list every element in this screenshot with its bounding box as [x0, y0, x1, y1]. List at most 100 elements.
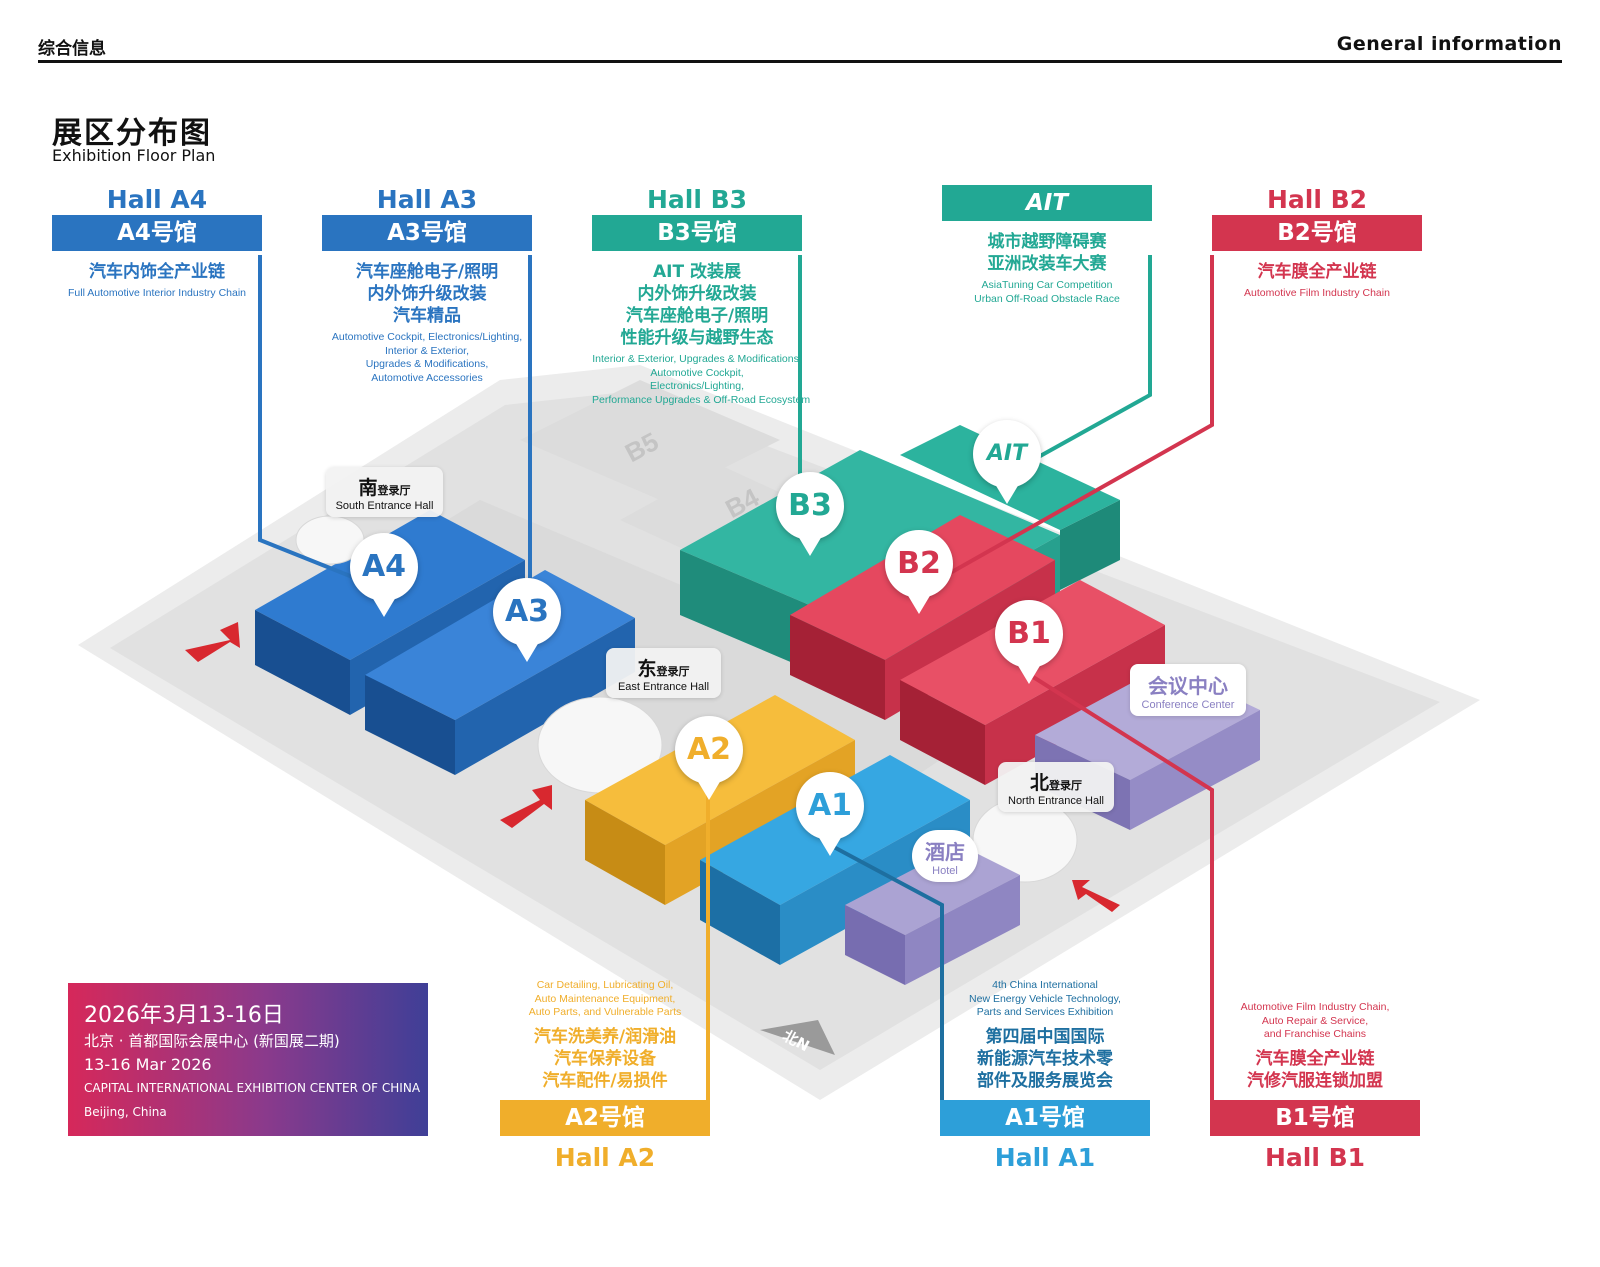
cn-line: 性能升级与越野生态 — [620, 328, 774, 348]
pin-b2: B2 — [885, 530, 953, 614]
label-en: North Entrance Hall — [1008, 795, 1104, 807]
event-venue-cn: 北京 · 首都国际会展中心 (新国展二期) — [84, 1032, 340, 1050]
hall-b1-cn: 汽车膜全产业链 汽修汽服连锁加盟 — [1210, 1048, 1420, 1092]
label-cn: 会议中心 — [1148, 674, 1228, 698]
hall-a1-front — [700, 860, 780, 965]
event-info-card: 2026年3月13-16日 北京 · 首都国际会展中心 (新国展二期) 13-1… — [68, 983, 428, 1136]
label-en: East Entrance Hall — [617, 681, 710, 693]
en-line: Upgrades & Modifications, — [365, 358, 489, 370]
conference-side — [1130, 710, 1260, 830]
cn-line: 汽车膜全产业链 — [1257, 262, 1377, 282]
hall-b2-en: Automotive Film Industry Chain — [1212, 287, 1422, 301]
pin-b3: B3 — [776, 472, 844, 556]
header-section-label: 综合信息 — [38, 39, 106, 59]
pin-ait: AIT — [973, 420, 1041, 504]
hall-a3-top — [365, 570, 635, 720]
hall-a4-callout: Hall A4 A4号馆 汽车内饰全产业链 Full Automotive In… — [52, 185, 262, 301]
en-line: Full Automotive Interior Industry Chain — [68, 287, 246, 299]
en-line: and Franchise Chains — [1263, 1028, 1367, 1040]
hall-b1-bar: B1号馆 — [1210, 1100, 1420, 1136]
label-cn: 酒店 — [925, 840, 965, 864]
cn-line: 汽车精品 — [393, 306, 461, 326]
hall-b3-top — [680, 450, 1060, 635]
header-section-label-en: General information — [1336, 33, 1562, 55]
cn-line: 汽车座舱电子/照明 — [355, 262, 499, 282]
page-title: 展区分布图 — [52, 116, 212, 151]
cn-line: 汽车保养设备 — [554, 1048, 656, 1069]
ait-cn: 城市越野障碍赛 亚洲改装车大赛 — [942, 231, 1152, 275]
hall-b2-callout: Hall B2 B2号馆 汽车膜全产业链 Automotive Film Ind… — [1212, 185, 1422, 301]
cn-line: 第四届中国国际 — [985, 1026, 1105, 1047]
hall-a1-bar: A1号馆 — [940, 1100, 1150, 1136]
en-line: Interior & Exterior, Upgrades & Modifica… — [592, 353, 802, 365]
cn-line: 部件及服务展览会 — [977, 1070, 1113, 1091]
pin-a3: A3 — [493, 578, 561, 662]
cn-line: 内外饰升级改装 — [637, 284, 757, 304]
en-line: Parts and Services Exhibition — [976, 1006, 1114, 1018]
pin-a1: A1 — [796, 772, 864, 856]
en-line: Car Detailing, Lubricating Oil, — [536, 979, 674, 991]
hall-a4-en: Full Automotive Interior Industry Chain — [52, 287, 262, 301]
cn-line: AIT 改装展 — [653, 262, 741, 282]
leader-a4 — [258, 255, 386, 592]
en-line: Auto Parts, and Vulnerable Parts — [528, 1006, 682, 1018]
en-line: Auto Repair & Service, — [1261, 1014, 1369, 1027]
en-line: 4th China International — [992, 979, 1098, 991]
hall-b2-title: Hall B2 — [1266, 185, 1368, 214]
entry-arrow-east — [1072, 880, 1120, 912]
label-en: Conference Center — [1141, 699, 1235, 711]
event-city: Beijing, China — [84, 1105, 167, 1119]
hall-a1-en: 4th China International New Energy Vehic… — [940, 979, 1150, 1020]
label-cn-small: 登录厅 — [1049, 779, 1082, 792]
en-line: Interior & Exterior, — [384, 344, 470, 357]
en-line: Urban Off-Road Obstacle Race — [974, 292, 1120, 305]
pin-a2: A2 — [675, 716, 743, 800]
event-date-cn: 2026年3月13-16日 — [84, 1003, 284, 1028]
hall-a2-en: Car Detailing, Lubricating Oil, Auto Mai… — [500, 979, 710, 1020]
en-line: Automotive Accessories — [371, 371, 483, 384]
hall-a2-cn: 汽车洗美养/润滑油 汽车保养设备 汽车配件/易损件 — [500, 1026, 710, 1092]
hall-a3-bar: A3号馆 — [322, 215, 532, 251]
hall-ait-front — [1060, 500, 1120, 590]
ait-bar: AIT — [942, 185, 1152, 221]
en-line: Automotive Film Industry Chain, — [1240, 1001, 1390, 1013]
hall-a1-callout: 4th China International New Energy Vehic… — [940, 975, 1150, 1092]
hall-a3-front — [365, 675, 455, 775]
hotel-top — [845, 845, 1020, 935]
hall-b1-front — [900, 680, 985, 785]
label-cn-small: 登录厅 — [377, 484, 411, 497]
hall-b2-cn: 汽车膜全产业链 — [1212, 261, 1422, 283]
hall-a3-callout: Hall A3 A3号馆 汽车座舱电子/照明 内外饰升级改装 汽车精品 Auto… — [322, 185, 532, 385]
hall-a4-title: Hall A4 — [106, 185, 208, 214]
event-date-en: 13-16 Mar 2026 — [84, 1055, 212, 1074]
hotel-label: 酒店 Hotel — [912, 830, 978, 882]
label-en: South Entrance Hall — [335, 500, 434, 512]
hall-b1-en: Automotive Film Industry Chain, Auto Rep… — [1210, 1001, 1420, 1042]
cn-line: 汽车膜全产业链 — [1255, 1048, 1375, 1069]
cn-line: 内外饰升级改装 — [367, 284, 487, 304]
hotel-side — [905, 875, 1020, 985]
en-line: Automotive Film Industry Chain — [1244, 287, 1390, 299]
leader-ait — [1014, 255, 1152, 472]
entry-arrow-southwest — [500, 785, 552, 828]
leader-a1 — [829, 843, 944, 1100]
cn-line: 城市越野障碍赛 — [987, 232, 1107, 252]
hall-a3-en: Automotive Cockpit, Electronics/Lighting… — [322, 331, 532, 385]
ait-callout: AIT 城市越野障碍赛 亚洲改装车大赛 AsiaTuning Car Compe… — [942, 185, 1152, 306]
south-entrance-label: 南登录厅 South Entrance Hall — [326, 467, 443, 517]
hall-b2-bar: B2号馆 — [1212, 215, 1422, 251]
cn-line: 汽修汽服连锁加盟 — [1247, 1070, 1383, 1091]
label-cn: 东 — [637, 658, 657, 680]
cn-line: 汽车内饰全产业链 — [89, 262, 225, 282]
hall-b1-callout: Automotive Film Industry Chain, Auto Rep… — [1210, 997, 1420, 1092]
ait-en: AsiaTuning Car Competition Urban Off-Roa… — [942, 279, 1152, 306]
event-venue-en: CAPITAL INTERNATIONAL EXHIBITION CENTER … — [84, 1081, 421, 1095]
header-divider — [38, 60, 1562, 63]
hall-a2-bar: A2号馆 — [500, 1100, 710, 1136]
pin-a4: A4 — [350, 533, 418, 617]
north-entrance-label: 北登录厅 North Entrance Hall — [998, 762, 1114, 812]
cn-line: 新能源汽车技术零 — [977, 1048, 1113, 1069]
hall-a4-bar: A4号馆 — [52, 215, 262, 251]
cn-line: 汽车座舱电子/照明 — [625, 306, 769, 326]
page-subtitle: Exhibition Floor Plan — [52, 146, 216, 165]
